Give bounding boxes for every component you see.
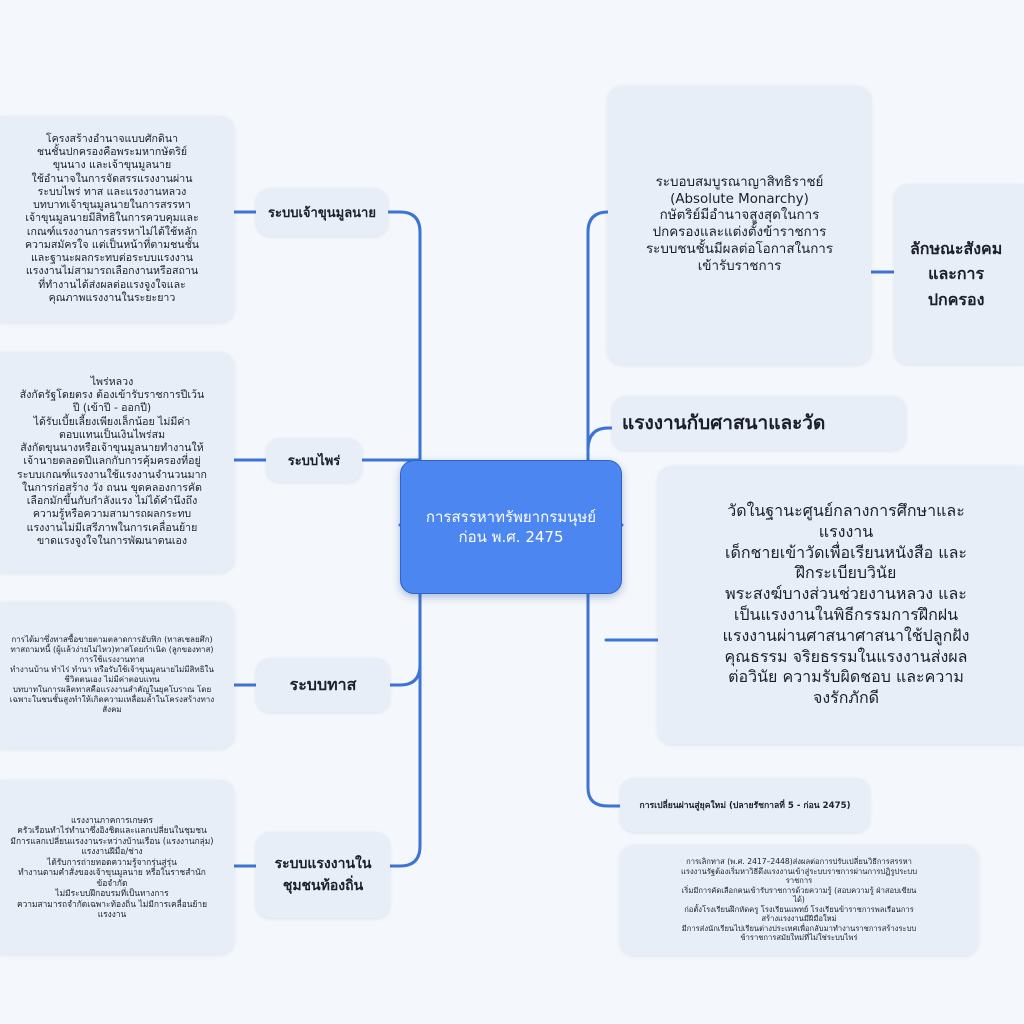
community-branch-label[interactable]: ระบบแรงงานใน ชุมชนท้องถิ่น — [256, 832, 390, 918]
that-branch-label[interactable]: ระบบทาส — [256, 658, 390, 712]
phrai-detail-text: ไพร่หลวง สังกัดรัฐโดยตรง ต้องเข้ารับราชก… — [17, 375, 207, 547]
community-label-text: ระบบแรงงานใน ชุมชนท้องถิ่น — [274, 855, 372, 894]
governance-label-text: ลักษณะสังคม และการ ปกครอง — [910, 238, 1003, 309]
khun-branch-label[interactable]: ระบบเจ้าขุนมูลนาย — [256, 188, 388, 236]
central-topic-text: การสรรหาทรัพยากรมนุษย์ ก่อน พ.ศ. 2475 — [425, 507, 597, 546]
connector-to-religion — [586, 426, 614, 452]
community-detail-text: แรงงานภาคการเกษตร ครัวเรือนทำไร่ทำนาซึ่ง… — [10, 814, 214, 920]
phrai-detail-card: ไพร่หลวง สังกัดรัฐโดยตรง ต้องเข้ารับราชก… — [0, 352, 234, 572]
governance-branch-label[interactable]: ลักษณะสังคม และการ ปกครอง — [894, 184, 1024, 364]
connector-to-transition — [586, 523, 622, 808]
governance-detail-text: ระบอบสมบูรณาญาสิทธิราชย์ (Absolute Monar… — [645, 174, 834, 274]
transition-label-text: การเปลี่ยนผ่านสู่ยุคใหม่ (ปลายรัชกาลที่ … — [639, 801, 851, 811]
that-detail-text: การได้มาซึ่งทาสซื้อขายตามตลาดการอับฟิก (… — [9, 635, 215, 714]
community-detail-card: แรงงานภาคการเกษตร ครัวเรือนทำไร่ทำนาซึ่ง… — [0, 780, 234, 954]
religion-detail-text: วัดในฐานะศูนย์กลางการศึกษาและ แรงงาน เด็… — [722, 501, 970, 708]
central-topic[interactable]: การสรรหาทรัพยากรมนุษย์ ก่อน พ.ศ. 2475 — [400, 460, 622, 594]
that-detail-card: การได้มาซึ่งทาสซื้อขายตามตลาดการอับฟิก (… — [0, 602, 234, 748]
khun-label-text: ระบบเจ้าขุนมูลนาย — [268, 205, 376, 221]
connector-to-community — [388, 663, 422, 868]
religion-detail-card: วัดในฐานะศูนย์กลางการศึกษาและ แรงงาน เด็… — [658, 466, 1024, 744]
that-label-text: ระบบทาส — [289, 674, 357, 694]
khun-detail-card: โครงสร้างอำนาจแบบศักดินา ชนชั้นปกครองคือ… — [0, 116, 234, 322]
religion-label-text: แรงงานกับศาสนาและวัด — [622, 412, 826, 434]
religion-branch-label[interactable]: แรงงานกับศาสนาและวัด — [612, 396, 906, 450]
transition-detail-text: การเลิกทาส (พ.ศ. 2417–2448)ส่งผลต่อการปร… — [680, 857, 918, 943]
phrai-branch-label[interactable]: ระบบไพร่ — [266, 438, 362, 482]
transition-detail-card: การเลิกทาส (พ.ศ. 2417–2448)ส่งผลต่อการปร… — [620, 845, 978, 955]
transition-branch-label[interactable]: การเปลี่ยนผ่านสู่ยุคใหม่ (ปลายรัชกาลที่ … — [620, 778, 870, 832]
phrai-label-text: ระบบไพร่ — [287, 453, 341, 469]
khun-detail-text: โครงสร้างอำนาจแบบศักดินา ชนชั้นปกครองคือ… — [24, 132, 200, 304]
governance-detail-card: ระบอบสมบูรณาญาสิทธิราชย์ (Absolute Monar… — [608, 86, 871, 364]
